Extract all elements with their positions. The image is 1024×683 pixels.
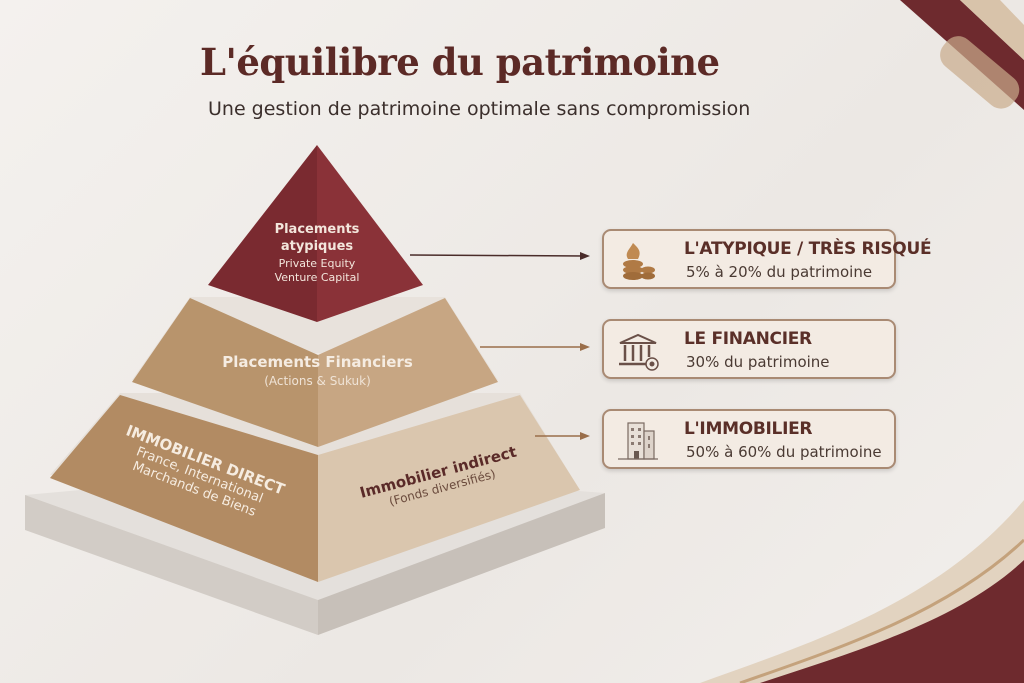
card-share: 50% à 60% du patrimoine [686,443,882,461]
card-title: L'IMMOBILIER [684,419,813,439]
card-title: L'ATYPIQUE / TRÈS RISQUÉ [684,239,932,259]
card-atypique: L'ATYPIQUE / TRÈS RISQUÉ 5% à 20% du pat… [602,229,932,289]
bank-icon [619,333,659,371]
building-icon [618,422,658,460]
pyramid-tier-middle [132,297,498,447]
coins-fire-icon [623,243,655,280]
card-immobilier: L'IMMOBILIER 50% à 60% du patrimoine [602,409,896,469]
pyramid-tier-top [208,145,423,322]
top-tier-label: Placements atypiques Private Equity Vent… [274,222,360,284]
card-financier: LE FINANCIER 30% du patrimoine [602,319,896,379]
middle-tier-label: Placements Financiers (Actions & Sukuk) [222,353,413,388]
corner-decoration-top [900,0,1024,110]
card-title: LE FINANCIER [684,329,812,349]
pyramid-tier-bottom [50,393,580,582]
page-title: L'équilibre du patrimoine [200,40,720,84]
card-share: 30% du patrimoine [686,353,830,371]
card-share: 5% à 20% du patrimoine [686,263,873,281]
page-subtitle: Une gestion de patrimoine optimale sans … [208,98,751,120]
corner-decoration-bottom [700,500,1024,683]
connector-arrows [409,252,590,440]
